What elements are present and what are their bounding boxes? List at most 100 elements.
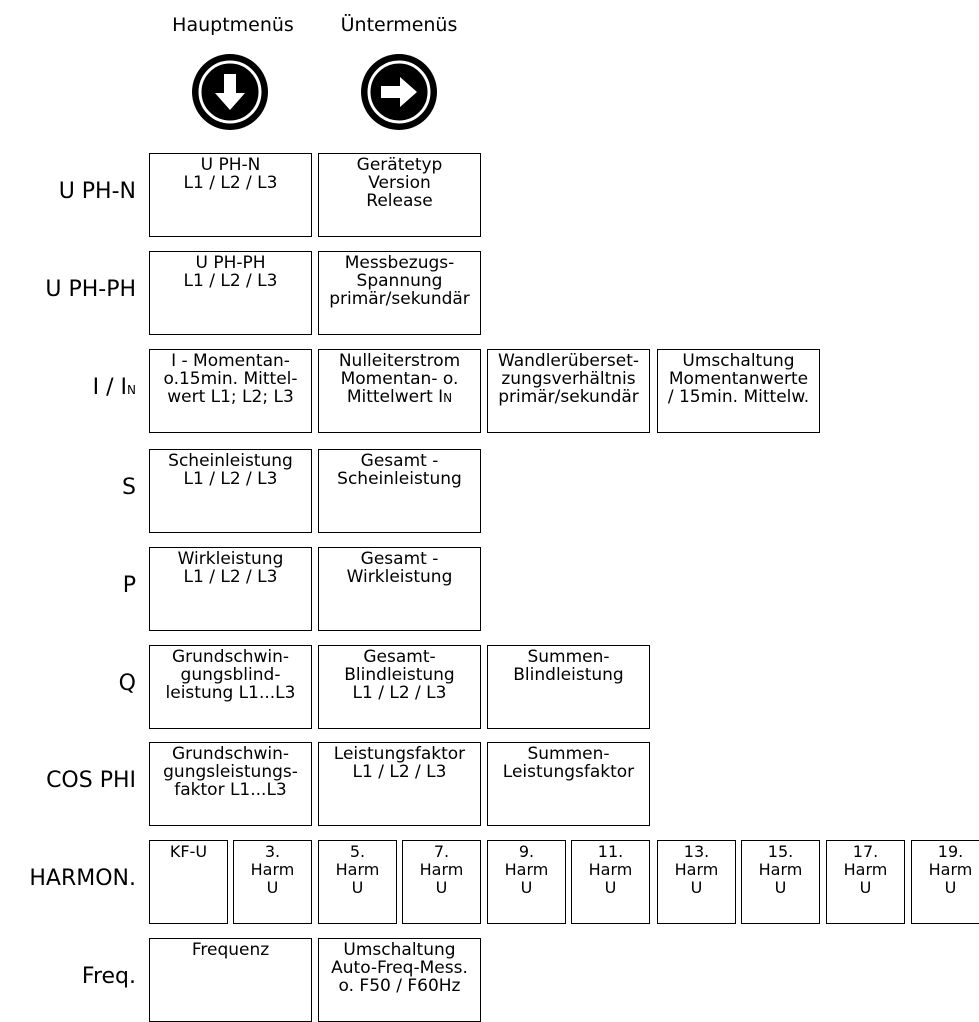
box-line: I - Momentan- [171,351,290,371]
row-label: S [122,475,136,500]
box-line: L1 / L2 / L3 [183,173,278,193]
box-line: Momentan- o. [340,369,459,389]
box-line: 15. [767,842,794,861]
box-line: Mittelwert IN [346,387,453,407]
box-line: Gesamt - [360,451,439,471]
box-line: Harm [758,860,803,879]
box-line: o.15min. Mittel- [163,369,298,389]
box-line: 9. [518,842,535,861]
box-line: Grundschwin- [171,744,290,764]
box-line: Leistungsfaktor [333,744,466,764]
box-line: U [435,878,448,897]
row-label: P [122,573,136,598]
box-line: U [690,878,703,897]
box-line: U [604,878,617,897]
menu-box[interactable]: KF-U [149,840,228,924]
box-line: Grundschwin- [171,647,290,667]
menu-box[interactable]: I - Momentan-o.15min. Mittel-wert L1; L2… [149,349,312,433]
box-line: Harm [928,860,973,879]
row-label: Freq. [81,964,136,989]
box-line: U [859,878,872,897]
menu-box[interactable]: Summen-Leistungsfaktor [487,742,650,826]
box-line: U [774,878,787,897]
box-line: Scheinleistung [337,469,462,489]
box-line: 5. [349,842,366,861]
box-line: Harm [419,860,464,879]
box-line: Blindleistung [344,665,455,685]
row-label: U PH-N [58,179,136,204]
row-label: COS PHI [46,768,136,793]
box-line: KF-U [169,842,208,861]
menu-box[interactable]: Summen-Blindleistung [487,645,650,729]
box-line: 3. [264,842,281,861]
box-line: Wirkleistung [346,567,453,587]
box-line: Gerätetyp [356,155,443,175]
box-line: U [266,878,279,897]
box-line: Umschaltung [343,940,456,960]
row-label: I / IN [92,375,136,400]
box-line: Messbezugs- [344,253,455,273]
row-label: Q [118,671,136,696]
box-line: L1 / L2 / L3 [352,683,447,703]
box-line: Auto-Freq-Mess. [331,958,468,978]
box-line: Harm [843,860,888,879]
box-line: U [520,878,533,897]
box-line: Leistungsfaktor [502,762,635,782]
menu-box[interactable]: Grundschwin-gungsblind-leistung L1...L3 [149,645,312,729]
box-line: 7. [433,842,450,861]
box-line: Wirkleistung [177,549,284,569]
box-line: Release [366,191,433,211]
box-line: primär/sekundär [329,289,470,309]
box-line: leistung L1...L3 [165,683,296,703]
box-line: 17. [852,842,879,861]
box-line: o. F50 / F60Hz [338,976,461,996]
box-line: Harm [588,860,633,879]
box-line: U PH-PH [195,253,266,273]
box-line: Gesamt - [360,549,439,569]
box-line: Spannung [356,271,443,291]
box-line: L1 / L2 / L3 [183,469,278,489]
menu-box[interactable]: Gesamt -Wirkleistung [318,547,481,631]
right-arrow-icon[interactable] [359,52,439,132]
box-line: U [944,878,957,897]
box-line: Summen- [527,744,610,764]
box-line: 13. [683,842,710,861]
box-line: Momentanwerte [668,369,809,389]
box-line: Wandlerüberset- [497,351,639,371]
box-line: gungsleistungs- [163,762,298,782]
box-line: Frequenz [191,940,270,960]
box-line: Harm [504,860,549,879]
box-line: U [351,878,364,897]
box-line: gungsblind- [180,665,281,685]
menu-box[interactable]: Frequenz [149,938,312,1022]
box-line: 19. [937,842,964,861]
box-line: Scheinleistung [168,451,293,471]
menu-box[interactable]: Grundschwin-gungsleistungs-faktor L1...L… [149,742,312,826]
box-line: zungsverhältnis [501,369,636,389]
header-sub: Üntermenüs [340,14,458,36]
down-arrow-icon[interactable] [190,52,270,132]
menu-box[interactable]: Gesamt -Scheinleistung [318,449,481,533]
row-label: U PH-PH [45,277,136,302]
